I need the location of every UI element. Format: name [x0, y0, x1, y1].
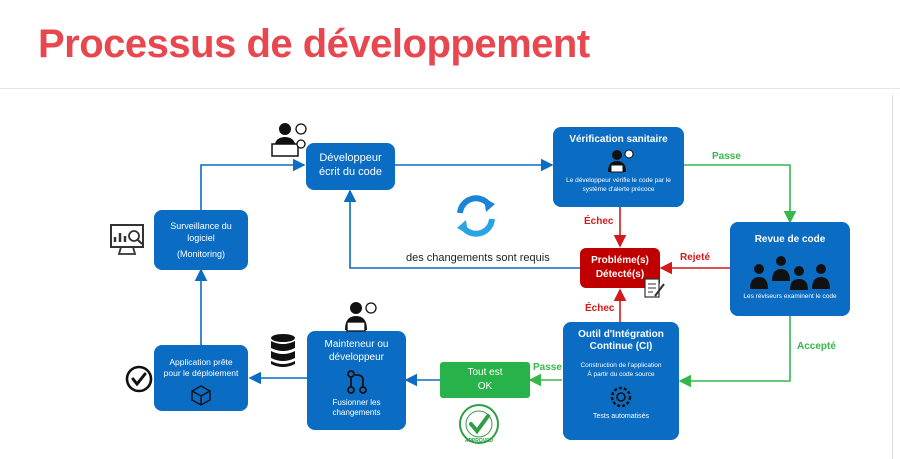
monitoring-screen-icon	[110, 224, 144, 255]
developer-line2: écrit du code	[319, 166, 382, 178]
ci-desc2: À partir du code source	[587, 371, 655, 378]
ci-tests: Tests automatisés	[592, 413, 650, 420]
node-monitoring: Surveillance du logiciel (Monitoring)	[154, 210, 248, 270]
ok-line1: Tout est	[467, 367, 503, 378]
approved-badge-text: APPROVED	[465, 438, 493, 444]
node-ci-tool: Outil d'Intégration Continue (CI) Constr…	[563, 322, 679, 440]
problem-line1: Probléme(s)	[591, 255, 649, 266]
maint-line2: développeur	[328, 352, 385, 363]
sanity-desc2: système d'alerte précoce	[582, 186, 655, 193]
merge-icon	[346, 370, 367, 394]
refresh-cycle-icon	[457, 195, 495, 237]
developer-laptop-icon	[271, 123, 307, 157]
checklist-icon	[644, 278, 665, 298]
database-icon	[271, 334, 295, 367]
gear-icon	[610, 386, 632, 408]
label-accepte: Accepté	[797, 341, 836, 352]
ci-title2: Continue (CI)	[589, 341, 653, 352]
maint-line3: Fusionner les	[332, 398, 381, 407]
developer-avatar-icon	[607, 149, 633, 173]
problem-line2: Détecté(s)	[595, 269, 645, 280]
slide-edge	[892, 95, 893, 459]
node-maintainer: Mainteneur ou développeur Fusionner les …	[307, 331, 406, 430]
edge-sanity-to-review	[684, 164, 797, 224]
monitor-line1: Surveillance du	[170, 221, 232, 231]
label-passe-top: Passe	[712, 151, 741, 162]
edge-monitor-to-dev	[200, 158, 306, 210]
monitor-line2: logiciel	[187, 233, 215, 243]
maint-line4: changements	[332, 408, 381, 417]
page-title: Processus de développement	[38, 22, 590, 66]
ok-line2: OK	[477, 381, 493, 392]
developer-line1: Développeur	[319, 152, 382, 164]
label-rejete: Rejeté	[680, 252, 711, 263]
node-problem-detected: Probléme(s) Détecté(s)	[580, 248, 660, 288]
label-passe-bottom: Passe	[533, 362, 562, 373]
node-deploy-ready: Application prête pour le déploiement	[154, 345, 248, 411]
review-desc: Les réviseurs examinent le code	[743, 293, 837, 300]
node-developer: Développeur écrit du code	[306, 143, 395, 190]
title-divider	[0, 88, 900, 89]
node-all-ok: Tout est OK	[440, 362, 530, 398]
approved-badge-icon: APPROVED	[459, 404, 499, 444]
node-sanity-check: Vérification sanitaire Le développeur vé…	[553, 127, 684, 207]
maintainer-avatar-icon	[345, 302, 377, 332]
monitor-line3: (Monitoring)	[176, 249, 225, 259]
maint-line1: Mainteneur ou	[324, 339, 389, 350]
label-changes-required: des changements sont requis	[406, 252, 550, 264]
deploy-line1: Application prête	[169, 357, 233, 367]
check-circle-icon	[125, 365, 153, 393]
edge-review-to-ci	[678, 316, 791, 388]
reviewers-icon	[750, 256, 830, 290]
ci-desc1: Construction de l'application	[580, 362, 662, 369]
node-code-review: Revue de code Les réviseurs examinent le…	[730, 222, 850, 316]
deploy-line2: pour le déploiement	[163, 368, 239, 378]
edge-problem-to-dev	[343, 189, 580, 269]
review-title: Revue de code	[754, 234, 826, 245]
package-icon	[191, 385, 211, 406]
sanity-title: Vérification sanitaire	[569, 134, 668, 145]
sanity-desc1: Le développeur vérifie le code par le	[566, 177, 671, 184]
label-echec-top: Échec	[584, 216, 614, 227]
ci-title1: Outil d'Intégration	[578, 329, 664, 340]
label-echec-bottom: Échec	[585, 303, 615, 314]
